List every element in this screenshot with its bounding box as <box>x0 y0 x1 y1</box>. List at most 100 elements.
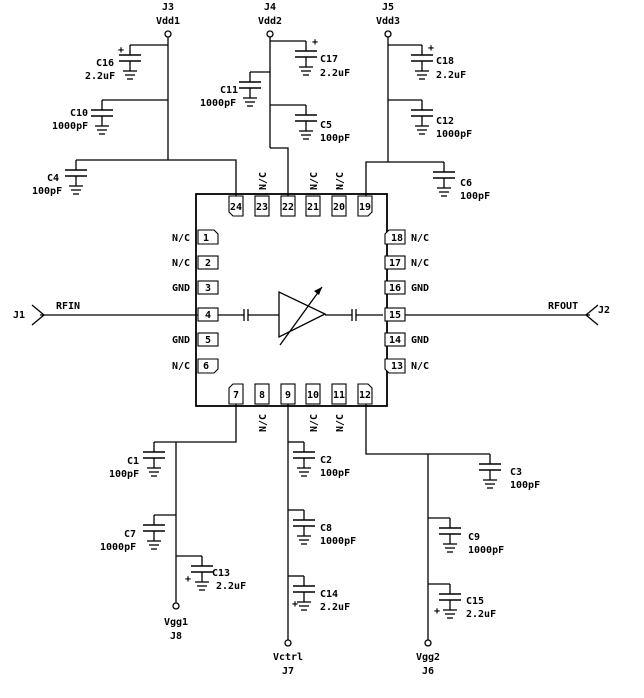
rf-output: J2 RFOUT <box>405 301 610 326</box>
pins-p9-text: 9 <box>285 390 291 401</box>
pins-bottom: 7 8 9 10 11 12 <box>228 383 373 405</box>
pin-labels-left: N/C N/C GND GND N/C <box>172 233 190 372</box>
capacitors-c7-ref-text: C7 <box>124 529 136 540</box>
pins-right: 18 17 16 15 14 13 <box>384 229 406 374</box>
rfout-label: RFOUT <box>548 301 578 312</box>
vdd3-network: J5 Vdd3 + C18 2.2uF C12 1000pF C6 100pF <box>365 2 490 202</box>
pin-15: 15 <box>384 307 406 322</box>
j1-ref: J1 <box>13 310 25 321</box>
pins-p12-text: 12 <box>359 390 371 401</box>
vgg1-network: + C1 100pF C7 1000pF C13 2.2uF Vgg1 J8 <box>100 404 246 642</box>
pin-9: 9 <box>280 383 296 405</box>
capacitors-c8-value-text: 1000pF <box>320 536 356 547</box>
pins-p22-text: 22 <box>282 202 294 213</box>
capacitors-c18-value-text: 2.2uF <box>436 70 466 81</box>
pin-labels-top: N/C N/C N/C <box>258 172 346 190</box>
vdd3-label: Vdd3 <box>376 16 400 27</box>
pin-1: 1 <box>197 229 219 245</box>
pin-12: 12 <box>357 383 373 405</box>
pin_labels-left-1-text: N/C <box>172 258 190 269</box>
pin_labels-top-0-text: N/C <box>258 172 269 190</box>
capacitors-c15-ref-text: C15 <box>466 596 484 607</box>
capacitors-c5-value-text: 100pF <box>320 133 350 144</box>
pins-p1-text: 1 <box>203 233 209 244</box>
capacitors-c2-ref-text: C2 <box>320 455 332 466</box>
pin-2: 2 <box>197 255 219 270</box>
pin_labels-top-1-text: N/C <box>309 172 320 190</box>
capacitors-c11-ref-text: C11 <box>220 85 238 96</box>
pins-p11-text: 11 <box>333 390 345 401</box>
j3-ref: J3 <box>162 2 174 13</box>
svg-text:+: + <box>292 599 298 610</box>
pin_labels-right-0-text: N/C <box>411 233 429 244</box>
vgg2-label: Vgg2 <box>416 652 440 663</box>
pin-11: 11 <box>331 383 347 405</box>
capacitors-c12-value-text: 1000pF <box>436 129 472 140</box>
pins-p13-text: 13 <box>391 361 403 372</box>
vdd2-label: Vdd2 <box>258 16 282 27</box>
pin-16: 16 <box>384 280 406 295</box>
pins-p14-text: 14 <box>389 335 401 346</box>
pins-top: 24 23 22 21 20 19 <box>228 195 373 217</box>
pin_labels-left-0-text: N/C <box>172 233 190 244</box>
pin_labels-left-3-text: GND <box>172 335 190 346</box>
capacitors-c9-value-text: 1000pF <box>468 545 504 556</box>
pin-8: 8 <box>254 383 270 405</box>
pins-p17-text: 17 <box>389 258 401 269</box>
pins-left: 1 2 3 4 5 6 <box>197 229 219 374</box>
capacitors-c1-ref-text: C1 <box>127 456 139 467</box>
pin-labels-bottom: N/C N/C N/C <box>258 414 346 432</box>
pin-17: 17 <box>384 255 406 270</box>
j7-ref: J7 <box>282 666 294 677</box>
pin-10: 10 <box>305 383 321 405</box>
capacitors-c6-value-text: 100pF <box>460 191 490 202</box>
capacitors-c12-ref-text: C12 <box>436 116 454 127</box>
pin-21: 21 <box>305 195 321 217</box>
pins-p2-text: 2 <box>205 258 211 269</box>
capacitors-c10-value-text: 1000pF <box>52 121 88 132</box>
vctrl-label: Vctrl <box>273 652 303 663</box>
svg-text:+: + <box>118 45 124 56</box>
pin_labels-bottom-2-text: N/C <box>335 414 346 432</box>
capacitors-c2-value-text: 100pF <box>320 468 350 479</box>
pin-5: 5 <box>197 332 219 347</box>
capacitors-c3-ref-text: C3 <box>510 467 522 478</box>
pins-p23-text: 23 <box>256 202 268 213</box>
pins-p18-text: 18 <box>391 233 403 244</box>
capacitors-c15-value-text: 2.2uF <box>466 609 496 620</box>
pin-labels-right: N/C N/C GND GND N/C <box>411 233 429 372</box>
j8-ref: J8 <box>170 631 182 642</box>
j6-ref: J6 <box>422 666 434 677</box>
pin_labels-bottom-1-text: N/C <box>309 414 320 432</box>
capacitors-c18-ref-text: C18 <box>436 56 454 67</box>
j5-ref: J5 <box>382 2 394 13</box>
pins-p21-text: 21 <box>307 202 319 213</box>
capacitors-c3-value-text: 100pF <box>510 480 540 491</box>
capacitors-c16-ref-text: C16 <box>96 58 114 69</box>
pins-p8-text: 8 <box>259 390 265 401</box>
capacitors-c8-ref-text: C8 <box>320 523 332 534</box>
capacitors-c9-ref-text: C9 <box>468 532 480 543</box>
pins-p24-text: 24 <box>230 202 242 213</box>
svg-text:+: + <box>434 606 440 617</box>
pin-20: 20 <box>331 195 347 217</box>
pins-p20-text: 20 <box>333 202 345 213</box>
pin_labels-right-3-text: GND <box>411 335 429 346</box>
capacitors-c5-ref-text: C5 <box>320 120 332 131</box>
svg-text:+: + <box>185 574 191 585</box>
j2-ref: J2 <box>598 305 610 316</box>
pin_labels-right-1-text: N/C <box>411 258 429 269</box>
pin-18: 18 <box>384 229 406 245</box>
pin_labels-top-2-text: N/C <box>335 172 346 190</box>
ic-body <box>195 193 388 407</box>
capacitors-c16-value-text: 2.2uF <box>85 71 115 82</box>
pins-p10-text: 10 <box>307 390 319 401</box>
capacitors-c4-value-text: 100pF <box>32 186 62 197</box>
pins-p6-text: 6 <box>203 361 209 372</box>
vdd2-network: J4 Vdd2 + C17 2.2uF C11 1000pF C5 100pF <box>200 2 350 196</box>
pins-p15-text: 15 <box>389 310 401 321</box>
pin-24: 24 <box>228 195 244 217</box>
pin-13: 13 <box>384 358 406 374</box>
svg-text:+: + <box>312 37 318 48</box>
